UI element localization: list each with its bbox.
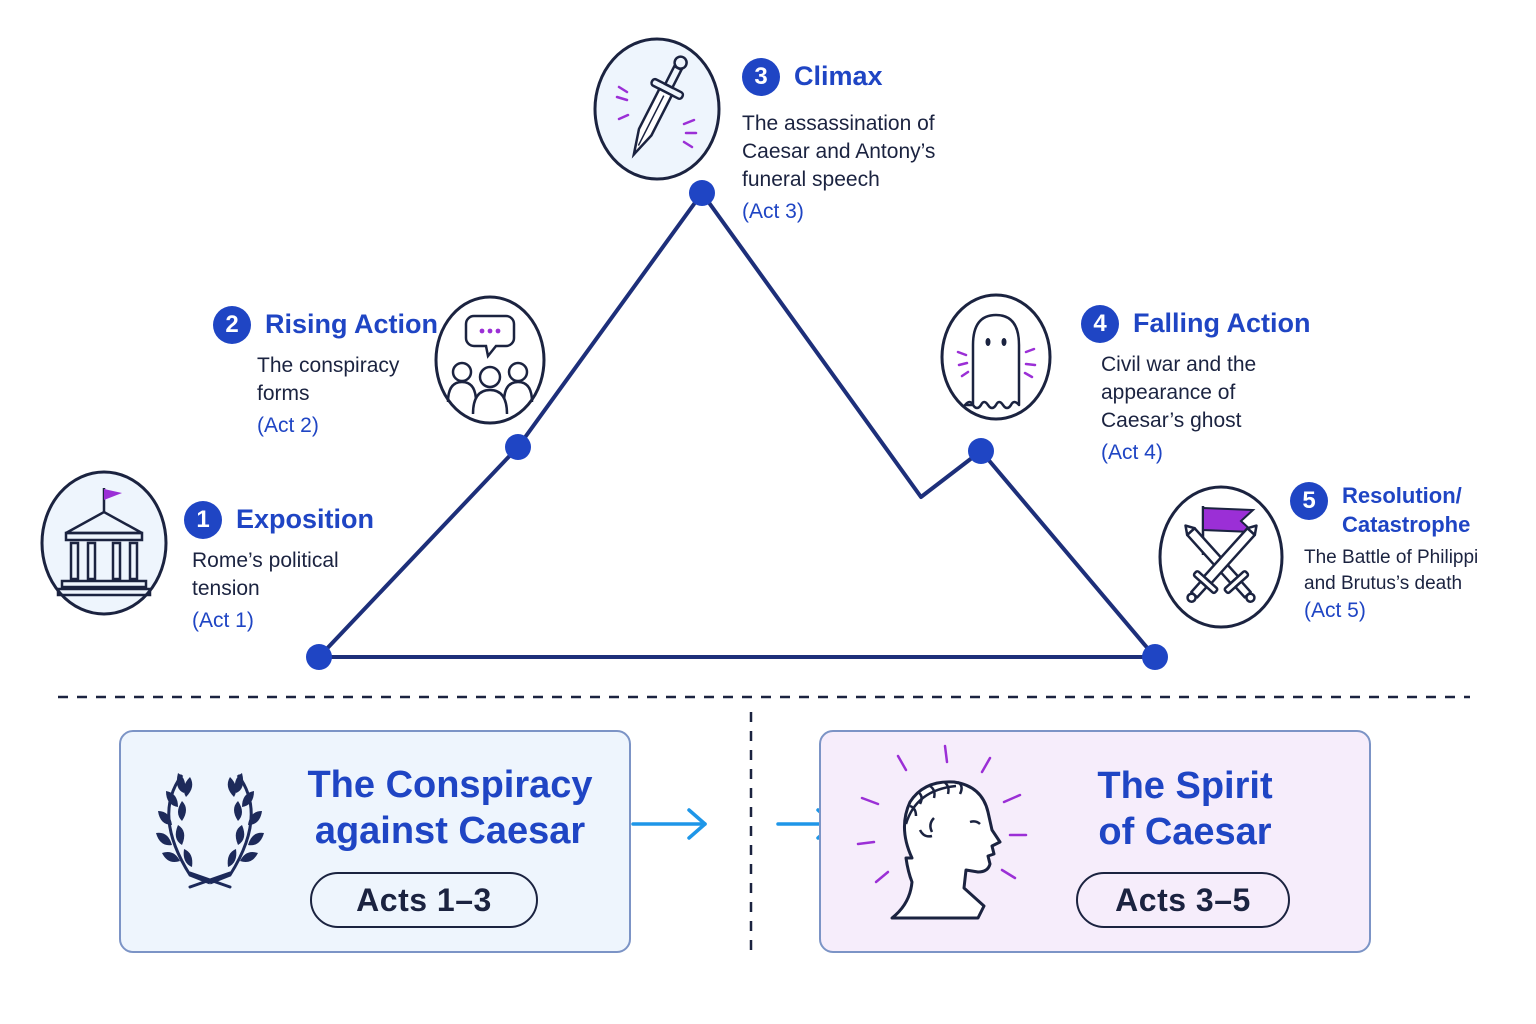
stage-exposition: 1 Exposition Rome’s political tension (A… <box>184 501 374 633</box>
stage-description-line: and Brutus’s death <box>1304 573 1463 595</box>
stage-description-line: The conspiracy <box>257 354 400 377</box>
stage-act: (Act 2) <box>257 414 319 437</box>
stage-title-line: Catastrophe <box>1342 511 1471 537</box>
part-title-line: The Conspiracy <box>307 764 593 806</box>
stage-number-badge: 2 <box>213 306 251 344</box>
stage-act: (Act 4) <box>1101 441 1163 464</box>
laurel-wreath-icon <box>156 773 264 889</box>
acts-pill-conspiracy: Acts 1–3 <box>310 872 538 928</box>
stage-description-line: tension <box>192 577 260 600</box>
stage-act: (Act 3) <box>742 200 804 223</box>
ghost-icon <box>940 293 1052 421</box>
temple-icon <box>40 470 168 616</box>
stage-description-line: Caesar’s ghost <box>1101 409 1242 432</box>
plot-line <box>317 191 1157 659</box>
stage-title-line: Resolution/ <box>1342 483 1462 508</box>
dagger-icon <box>593 37 721 181</box>
stage-number-badge: 3 <box>742 58 780 96</box>
crossed-swords-icon <box>1158 485 1284 629</box>
part-title-spirit: The Spirit of Caesar <box>1055 763 1315 855</box>
conspirators-icon <box>434 295 546 425</box>
part-title-conspiracy: The Conspiracy against Caesar <box>300 762 600 854</box>
part-title-line: of Caesar <box>1098 811 1272 853</box>
stage-description-line: Civil war and the <box>1101 353 1257 376</box>
plot-point-end <box>1142 644 1168 670</box>
stage-description-line: The assassination of <box>742 112 935 135</box>
stage-number-badge: 1 <box>184 501 222 539</box>
stage-description-line: appearance of <box>1101 381 1236 404</box>
plot-point-falling <box>968 438 994 464</box>
stage-title: Exposition <box>236 504 375 535</box>
stage-title: Climax <box>794 61 883 92</box>
stage-resolution: 5 Resolution/ Catastrophe The Battle of … <box>1290 482 1478 623</box>
stage-description-line: forms <box>257 382 310 405</box>
stage-climax: 3 Climax The assassination of Caesar and… <box>742 58 935 224</box>
acts-pill-spirit: Acts 3–5 <box>1076 872 1290 928</box>
stage-number-badge: 4 <box>1081 305 1119 343</box>
part-title-line: The Spirit <box>1097 765 1273 807</box>
stage-title: Rising Action <box>265 309 438 340</box>
stage-description-line: Caesar and Antony’s <box>742 140 936 163</box>
stage-description-line: The Battle of Philippi <box>1304 547 1479 569</box>
stage-description-line: funeral speech <box>742 168 880 191</box>
stage-act: (Act 1) <box>192 609 254 632</box>
stage-falling-action: 4 Falling Action Civil war and the appea… <box>1081 305 1311 465</box>
stage-description-line: Rome’s political <box>192 549 339 572</box>
part-title-line: against Caesar <box>314 810 586 852</box>
part-box-conspiracy <box>119 730 631 953</box>
plot-point-rising <box>505 434 531 460</box>
stage-rising-action: 2 Rising Action The conspiracy forms (Ac… <box>213 306 438 438</box>
stage-act: (Act 5) <box>1304 599 1366 623</box>
stage-number-badge: 5 <box>1290 482 1328 520</box>
plot-point-start <box>306 644 332 670</box>
caesar-bust-icon <box>856 744 1028 920</box>
plot-point-climax <box>689 180 715 206</box>
stage-title: Falling Action <box>1133 308 1311 339</box>
transition-arrow-left <box>631 808 707 840</box>
